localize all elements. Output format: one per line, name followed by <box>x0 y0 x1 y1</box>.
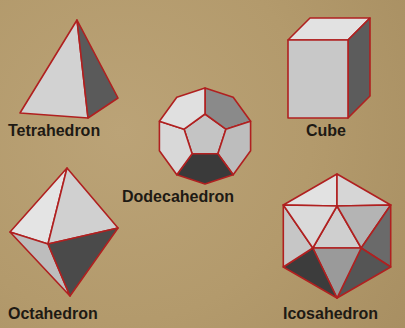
solid-name: Dodecahedron <box>122 187 234 207</box>
icosahedron-figure <box>283 174 390 298</box>
dodecahedron-figure <box>159 88 250 184</box>
cube-figure <box>288 18 370 118</box>
tetrahedron-figure <box>20 20 118 118</box>
solid-name: Icosahedron <box>283 304 378 324</box>
solid-name: Octahedron <box>8 304 98 324</box>
octahedron-figure <box>10 168 118 296</box>
solid-name: Cube <box>306 121 346 141</box>
solid-name: Tetrahedron <box>8 121 100 141</box>
